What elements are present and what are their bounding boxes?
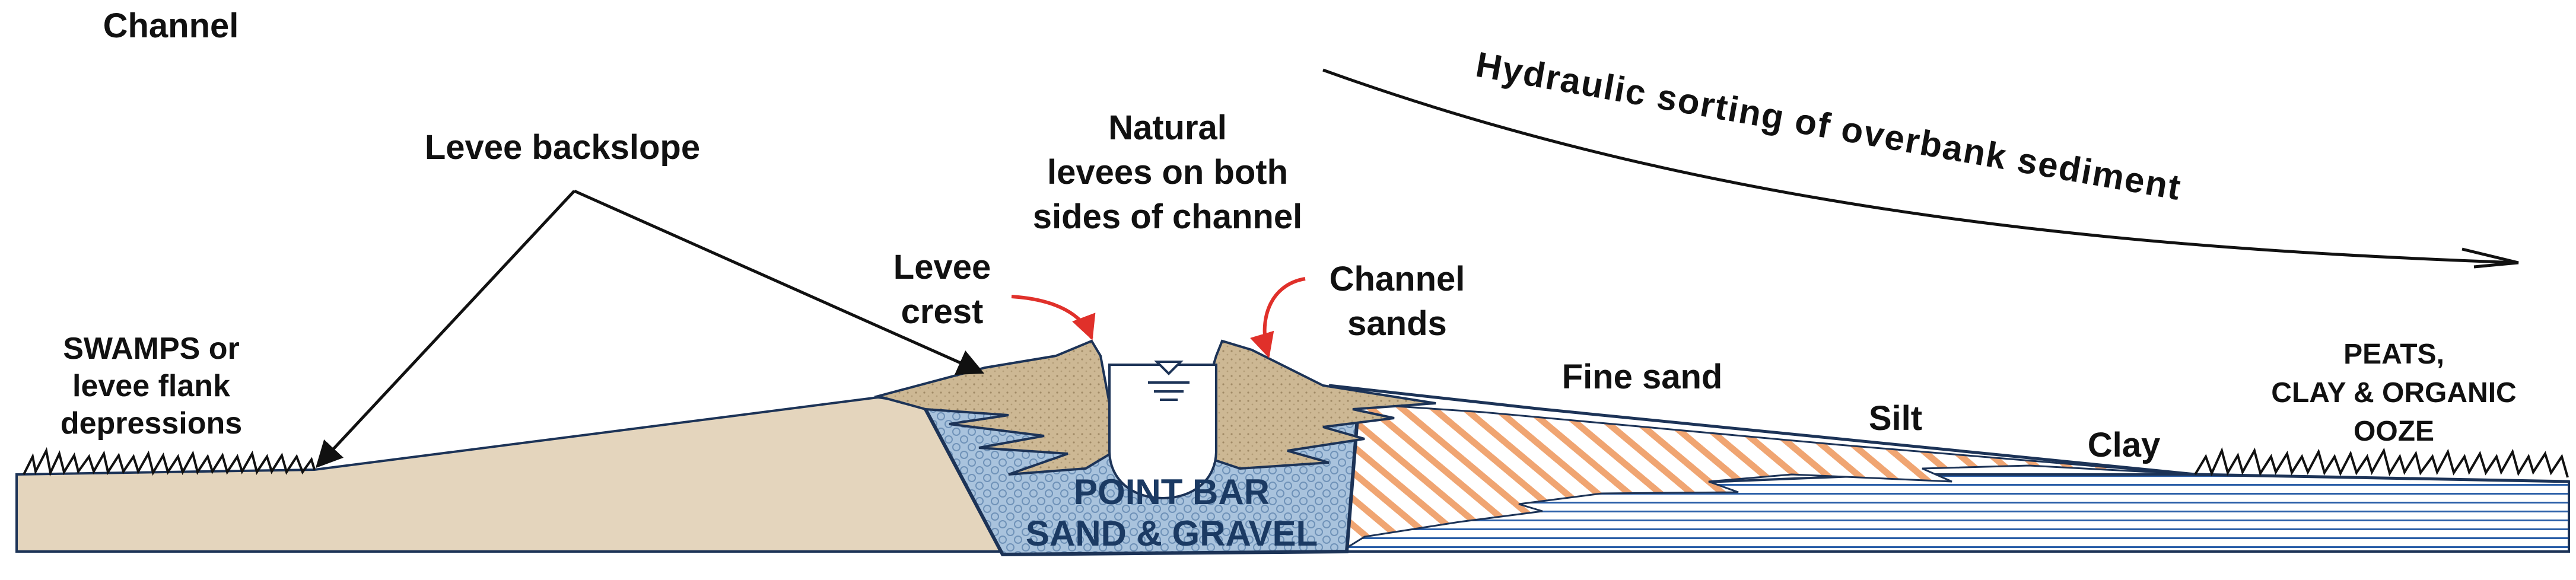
- silt-label: Silt: [1869, 399, 1922, 438]
- levee-backslope-arrow-left: [315, 190, 575, 469]
- hydraulic-sorting-label: Hydraulic sorting of overbank sediment: [1473, 44, 2185, 208]
- swamp-vegetation-left-icon: [23, 447, 316, 477]
- swamps-label-3: depressions: [61, 406, 242, 441]
- swamps-label-2: levee flank: [72, 369, 230, 403]
- clay-label: Clay: [2088, 426, 2161, 464]
- peat-vegetation-right-icon: [2194, 447, 2569, 478]
- levee-backslope-arrow-right: [573, 189, 985, 375]
- channel-sands-label-2: sands: [1347, 304, 1447, 343]
- point-bar-label-2: SAND & GRAVEL: [1026, 514, 1318, 553]
- point-bar-label-1: POINT BAR: [1074, 472, 1270, 512]
- natural-levees-label-3: sides of channel: [1033, 197, 1302, 236]
- peats-label-1: PEATS,: [2343, 339, 2444, 370]
- peats-label-2: CLAY & ORGANIC: [2271, 377, 2516, 409]
- fine-sand-label: Fine sand: [1562, 358, 1723, 396]
- water-level-icon: [1148, 361, 1190, 401]
- channel-sands-pointer-arrow: [1250, 277, 1306, 359]
- peats-label-3: OOZE: [2354, 416, 2434, 447]
- levee-backslope-label: Levee backslope: [425, 128, 700, 167]
- levee-crest-label-2: crest: [901, 292, 984, 331]
- natural-levees-label-2: levees on both: [1047, 153, 1288, 192]
- hydraulic-sorting-arrow: [1322, 68, 2519, 269]
- channel-label: Channel: [103, 7, 239, 45]
- levee-crest-pointer-arrow: [1011, 295, 1096, 340]
- swamps-label-1: SWAMPS or: [63, 332, 240, 366]
- channel-sands-label-1: Channel: [1330, 260, 1465, 298]
- levee-deposit-left: [873, 339, 1117, 476]
- channel-trough: [1108, 364, 1217, 500]
- levee-crest-label-1: Levee: [893, 248, 991, 286]
- natural-levees-label-1: Natural: [1108, 109, 1227, 147]
- ground-surface-line: [1328, 384, 2569, 483]
